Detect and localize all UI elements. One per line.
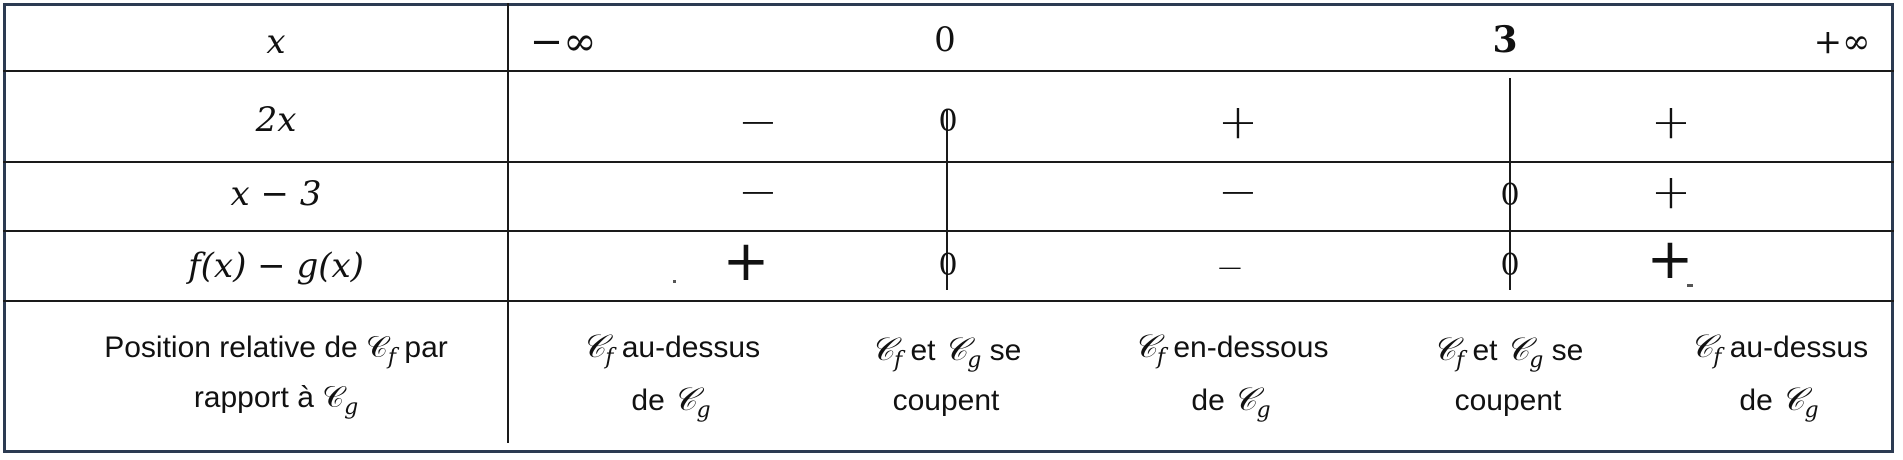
sign-x-minus-3-interval-1: − [737,164,779,220]
position-at-three: 𝒞f et 𝒞g se coupent [1432,330,1584,418]
three-vertical-line [1509,78,1511,290]
x-value-pos-infinity: +∞ [1813,22,1871,62]
sign-x-minus-3-interval-2: − [1217,164,1259,220]
x-value-zero: 0 [934,20,956,60]
row-divider-3 [3,230,1894,232]
x-value-neg-infinity: −∞ [529,19,597,65]
row-divider-4 [3,300,1894,302]
row-label-position: Position relative de 𝒞f par rapport à 𝒞g [104,330,448,420]
position-interval-3: 𝒞f au-dessus de 𝒞g [1689,326,1869,423]
position-at-zero: 𝒞f et 𝒞g se coupent [870,330,1022,418]
sign-difference-interval-2: − [1215,248,1245,288]
sign-difference-zero-at-0: 0 [938,248,958,283]
stray-dot-2 [1687,284,1693,287]
row-label-x-minus-3: x − 3 [230,174,322,214]
sign-table-frame [3,3,1894,453]
sign-2x-interval-1: − [737,94,779,150]
position-interval-1: 𝒞f au-dessus de 𝒞g [581,326,761,423]
sign-difference-zero-at-3: 0 [1500,248,1520,283]
row-label-2x: 2x [255,100,297,140]
sign-difference-interval-1: + [722,229,770,294]
sign-2x-interval-3: + [1650,94,1692,150]
row-label-x: x [266,22,286,62]
stray-dot-1 [673,280,676,283]
position-interval-2: 𝒞f en-dessous de 𝒞g [1133,326,1329,423]
zero-vertical-line [946,110,948,290]
sign-difference-interval-3: + [1646,227,1694,292]
sign-2x-interval-2: + [1217,94,1259,150]
sign-x-minus-3-interval-3: + [1650,164,1692,220]
sign-2x-zero: 0 [938,104,958,139]
label-column-divider [507,3,509,443]
x-value-three: 3 [1492,19,1518,61]
sign-x-minus-3-zero: 0 [1500,178,1520,213]
row-divider-2 [3,161,1894,163]
row-label-difference: f(x) − g(x) [188,246,364,286]
row-divider-1 [3,70,1894,72]
